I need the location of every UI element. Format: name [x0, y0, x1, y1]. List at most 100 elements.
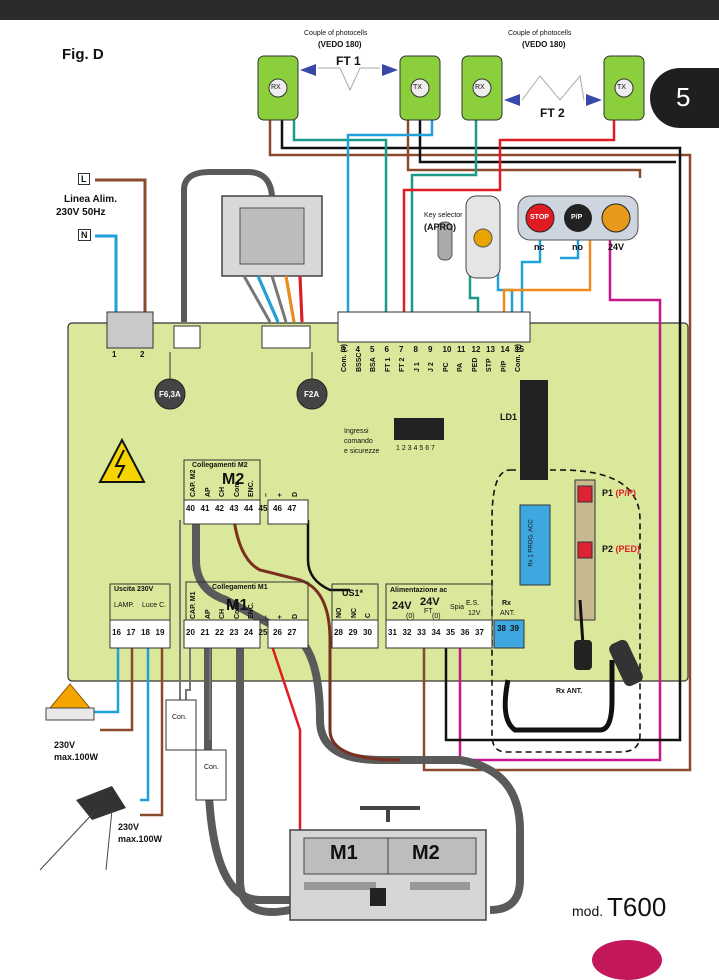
- top-bar: [0, 0, 719, 20]
- top-terminal-label: STP: [486, 358, 493, 372]
- top-terminal-label: PA: [457, 362, 464, 372]
- top-terminal-number: 15: [515, 345, 524, 354]
- photocell-ft2-tx: [603, 55, 645, 121]
- m1-terminal-number: 26: [273, 628, 282, 637]
- key-selector-name: (APRO): [424, 222, 456, 232]
- supply-es: E.S.: [466, 600, 480, 607]
- us1-title: US1*: [342, 588, 364, 598]
- top-terminal-number: 6: [384, 345, 389, 354]
- terminal-block-m2: [183, 499, 261, 525]
- dip-label-1: Ingressi: [344, 428, 369, 435]
- nc-label: nc: [534, 242, 545, 252]
- m2-terminal-label: AP: [204, 487, 212, 497]
- supply-24v-a: 24V: [392, 600, 412, 612]
- m2-block-title: Collegamenti M2: [192, 462, 248, 469]
- us1-terminal-number: 30: [363, 628, 372, 637]
- pp-button[interactable]: [564, 204, 592, 232]
- ft1-model: (VEDO 180): [318, 40, 362, 49]
- top-terminal-label: PC: [442, 362, 450, 372]
- buzzer-icon: [601, 203, 631, 233]
- page-tab: [650, 68, 719, 128]
- top-terminal-label: BSSC: [355, 352, 363, 372]
- dip-numbers: 1 2 3 4 5 6 7: [396, 445, 435, 452]
- m1-terminal-label: +: [277, 614, 284, 619]
- m1-terminal-number: 27: [287, 628, 297, 637]
- top-terminal-number: 13: [486, 345, 495, 354]
- motor-connector: [370, 888, 386, 906]
- lamp-spec-2: max.100W: [54, 752, 99, 762]
- out230-lamp: LAMP.: [114, 602, 135, 609]
- high-voltage-icon: [98, 437, 146, 483]
- supply-ft: FT: [424, 608, 433, 615]
- out230-terminal-number: 19: [155, 628, 165, 637]
- out230-terminal-number: 17: [126, 628, 136, 637]
- top-terminal-label: P/P: [500, 360, 508, 372]
- supply-title: Alimentazione ac: [390, 587, 448, 594]
- m2-terminal-label: Com.: [233, 479, 241, 498]
- top-terminal-label: PED: [471, 357, 479, 372]
- beam-arrows-ft2: [504, 94, 602, 106]
- top-terminal-number: 3: [341, 345, 346, 354]
- p1-label: P1 (P/P): [602, 488, 636, 498]
- capacitor-m2-label: Con.: [172, 714, 187, 721]
- us1-terminal-label: C: [365, 612, 372, 618]
- dip-switch[interactable]: [394, 418, 444, 440]
- antenna-plug: [574, 640, 592, 670]
- supply-zero-2: (0): [432, 613, 441, 620]
- model-label: mod. T600: [572, 892, 666, 923]
- m1-terminal-label: Com.: [233, 601, 241, 620]
- top-terminal-label: FT 2: [399, 357, 406, 372]
- m2-terminal-number: 47: [287, 504, 297, 513]
- m1-terminal-number: 21: [200, 628, 210, 637]
- ft2-model: (VEDO 180): [522, 40, 566, 49]
- top-terminal-number: 12: [471, 345, 481, 354]
- lamp-spec-1: 230V: [54, 740, 76, 750]
- stop-button[interactable]: [525, 203, 555, 233]
- m1-terminal-number: 22: [215, 628, 224, 637]
- m1-terminal-label: –: [262, 615, 270, 619]
- m2-terminal-number: 41: [200, 504, 210, 513]
- radio-area-outline: [491, 469, 641, 753]
- supply-es-voltage: 12V: [468, 610, 481, 617]
- m1-terminal-number: 24: [244, 628, 253, 637]
- rx-ant-terminal-39: 39: [510, 624, 519, 633]
- ft2-rx-label: RX: [475, 84, 485, 91]
- p2-name: P2: [602, 544, 614, 554]
- model-prefix: mod.: [572, 903, 604, 919]
- light-spec-2: max.100W: [118, 834, 163, 844]
- m2-terminal-number: 44: [244, 504, 253, 513]
- m1-terminal-number: 25: [258, 628, 268, 637]
- m2-terminal-label: +: [277, 492, 284, 497]
- supply-terminal-number: 31: [388, 628, 397, 637]
- transformer-core: [239, 207, 305, 265]
- p2-button[interactable]: [577, 541, 593, 559]
- terminal-block-230v: [109, 619, 171, 649]
- m2-terminal-number: 42: [215, 504, 224, 513]
- p1-function: (P/P): [615, 488, 637, 498]
- supply-terminal-number: 33: [417, 628, 426, 637]
- terminal-block-m1-enc: [267, 619, 309, 649]
- neutral-label: N: [78, 229, 91, 241]
- photocell-ft1-rx: [257, 55, 299, 121]
- us1-terminal-label: NO: [336, 607, 343, 619]
- m2-terminal-number: 43: [229, 504, 239, 513]
- top-terminal-number: 5: [370, 345, 375, 354]
- p2-label: P2 (PED): [602, 544, 640, 554]
- terminal-block-mains: [106, 311, 154, 349]
- wire-neutral: [95, 234, 118, 322]
- rx-board-text: Rx 1 PROG. ACC: [528, 519, 535, 567]
- radio-receiver-module: [519, 504, 551, 586]
- display-connector: [520, 380, 548, 480]
- terminal-block-inputs: [337, 311, 531, 343]
- out230-terminal-number: 16: [112, 628, 121, 637]
- capacitor-m1: [195, 749, 227, 801]
- ft1-label: FT 1: [336, 54, 361, 68]
- us1-terminal-label: NC: [350, 607, 358, 618]
- top-terminal-label: J 1: [413, 362, 421, 372]
- terminal-transformer-secondary: [261, 325, 311, 349]
- p1-button[interactable]: [577, 485, 593, 503]
- top-terminal-number: 7: [399, 345, 404, 354]
- capacitor-m1-label: Con.: [204, 764, 219, 771]
- photocell-ft1-tx: [399, 55, 441, 121]
- key-selector-caption: Key selector: [424, 212, 463, 219]
